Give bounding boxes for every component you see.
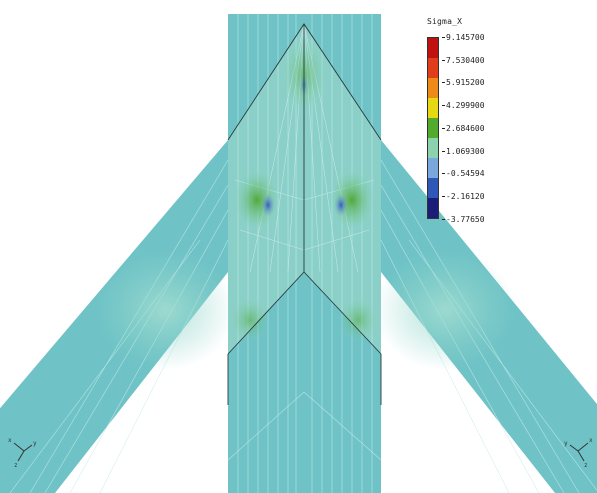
legend-swatch [428,98,438,118]
legend-swatch [428,38,438,58]
legend-value-label: -2.16120 [442,192,485,202]
svg-text:x: x [589,437,593,444]
stress-lower-right [338,298,378,342]
legend-value-label: -3.77650 [442,215,485,225]
svg-text:x: x [8,437,12,444]
stress-coldspot-left [261,193,275,217]
gusset-plate [228,24,381,354]
legend-value-label: 5.915200 [442,78,485,88]
left-axis-triad-icon: x y z [8,437,37,469]
legend-value-label: 2.684600 [442,124,485,134]
pale-zone-left [95,250,235,370]
legend-swatch [428,58,438,78]
legend-swatch [428,138,438,158]
legend-value-label: 1.069300 [442,147,485,157]
svg-text:y: y [33,440,37,447]
right-axis-triad-icon: x y z [564,437,593,469]
stress-lower-left [230,298,270,342]
legend-value-label: 4.299900 [442,101,485,111]
legend-title: Sigma_X [427,17,463,26]
legend-value-label: -0.54594 [442,169,485,179]
legend-color-bar [427,37,439,219]
pale-zone-right [375,250,515,370]
legend-value-label: 7.530400 [442,56,485,66]
legend-swatch [428,78,438,98]
legend-swatch [428,178,438,198]
legend-value-label: 9.145700 [442,33,485,43]
stress-coldspot-right [334,193,348,217]
legend-swatch [428,118,438,138]
model-edges [227,23,382,405]
svg-text:z: z [14,462,18,469]
svg-text:y: y [564,440,568,447]
legend-swatch [428,198,438,218]
legend-swatch [428,158,438,178]
svg-text:z: z [584,462,588,469]
